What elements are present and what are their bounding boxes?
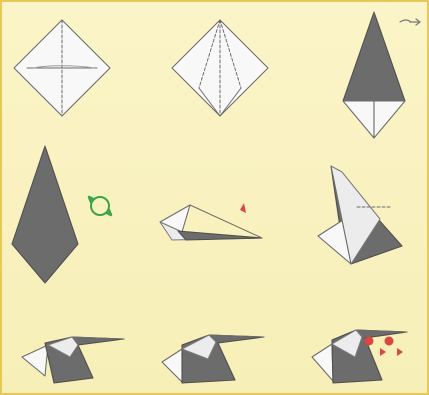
step-4-turn-over (12, 146, 111, 283)
step-5-neck-fold (160, 203, 262, 240)
step-6-head-fold (318, 166, 402, 264)
step-1-square-diagonal (14, 20, 110, 116)
step-2-fold-guide (172, 20, 268, 116)
step-7-bird-shape (22, 337, 124, 383)
step-3-kite (343, 12, 420, 138)
step-9-bird-finished (312, 330, 407, 383)
step-8-bird-refined (162, 335, 264, 383)
